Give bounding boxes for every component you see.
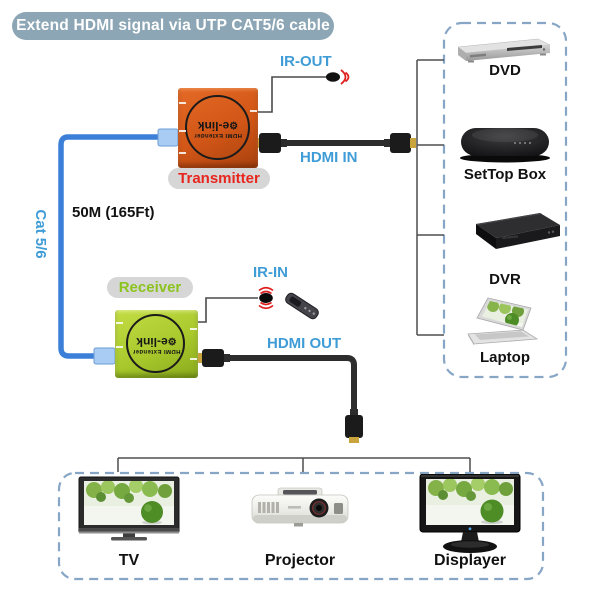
ir-signal-icon xyxy=(340,69,350,85)
ir-in-wire xyxy=(198,286,319,323)
port-mark xyxy=(179,102,186,104)
port-mark xyxy=(116,346,123,348)
logo-ring xyxy=(126,314,185,373)
transmitter-label: Transmitter xyxy=(168,168,270,189)
brand-text: ⚙e-link xyxy=(197,119,239,133)
display-label-tv: TV xyxy=(118,552,140,569)
remote-control-icon xyxy=(285,292,319,320)
receiver-label: Receiver xyxy=(107,277,193,298)
hdmi-out-label: HDMI OUT xyxy=(267,335,342,352)
hdmi-out-cable xyxy=(197,349,363,443)
ir-out-label: IR-OUT xyxy=(280,53,332,70)
cable-length-label: 50M (165Ft) xyxy=(72,204,155,221)
displays-dashed-box xyxy=(57,471,545,581)
ir-out-wire xyxy=(256,69,350,113)
settop-box-image xyxy=(460,128,550,163)
cable-type-label: Cat 5/6 xyxy=(32,209,49,259)
transmitter-unit: HDMI Extender ⚙e-link xyxy=(178,88,258,168)
sources-dashed-box xyxy=(442,21,568,379)
port-mark xyxy=(250,110,257,112)
gear-icon: ⚙ xyxy=(167,335,177,346)
ir-in-label: IR-IN xyxy=(253,264,288,281)
source-label-laptop: Laptop xyxy=(480,349,530,366)
port-mark xyxy=(179,152,186,154)
hdmi-in-cable xyxy=(254,133,416,153)
laptop-image xyxy=(467,297,539,346)
brand-text: ⚙e-link xyxy=(136,335,177,349)
transmitter-logo: HDMI Extender ⚙e-link xyxy=(178,88,258,168)
display-label-projector: Projector xyxy=(264,552,336,569)
rj45-connector-bottom xyxy=(93,347,116,365)
rj45-connector-top xyxy=(157,128,179,147)
dvr-image xyxy=(476,213,560,249)
source-label-dvd: DVD xyxy=(489,62,521,79)
tv-image xyxy=(78,476,180,541)
port-mark xyxy=(190,328,197,330)
receiver-logo: HDMI Extender ⚙e-link xyxy=(115,310,198,378)
cat5-cable xyxy=(58,128,179,365)
logo-ring xyxy=(185,95,250,160)
port-mark xyxy=(116,322,123,324)
displays-bracket-line xyxy=(117,457,471,472)
port-mark xyxy=(190,358,197,360)
ir-emitter-icon xyxy=(326,72,340,82)
port-mark xyxy=(179,130,186,132)
source-label-dvr: DVR xyxy=(489,271,521,288)
sources-bracket-line xyxy=(416,59,444,336)
ir-receiver-icon xyxy=(259,293,273,303)
gear-icon: ⚙ xyxy=(229,119,239,130)
hdmi-in-label: HDMI IN xyxy=(300,149,358,166)
dvd-player-image xyxy=(457,38,551,63)
source-label-settop-box: SetTop Box xyxy=(463,166,547,183)
page-title: Extend HDMI signal via UTP CAT5/6 cable xyxy=(12,12,334,40)
ir-signal-icon xyxy=(258,286,274,310)
display-label-displayer: Displayer xyxy=(433,552,507,569)
receiver-unit: HDMI Extender ⚙e-link xyxy=(115,310,198,378)
projector-image xyxy=(251,487,349,527)
displayer-image xyxy=(419,474,521,553)
